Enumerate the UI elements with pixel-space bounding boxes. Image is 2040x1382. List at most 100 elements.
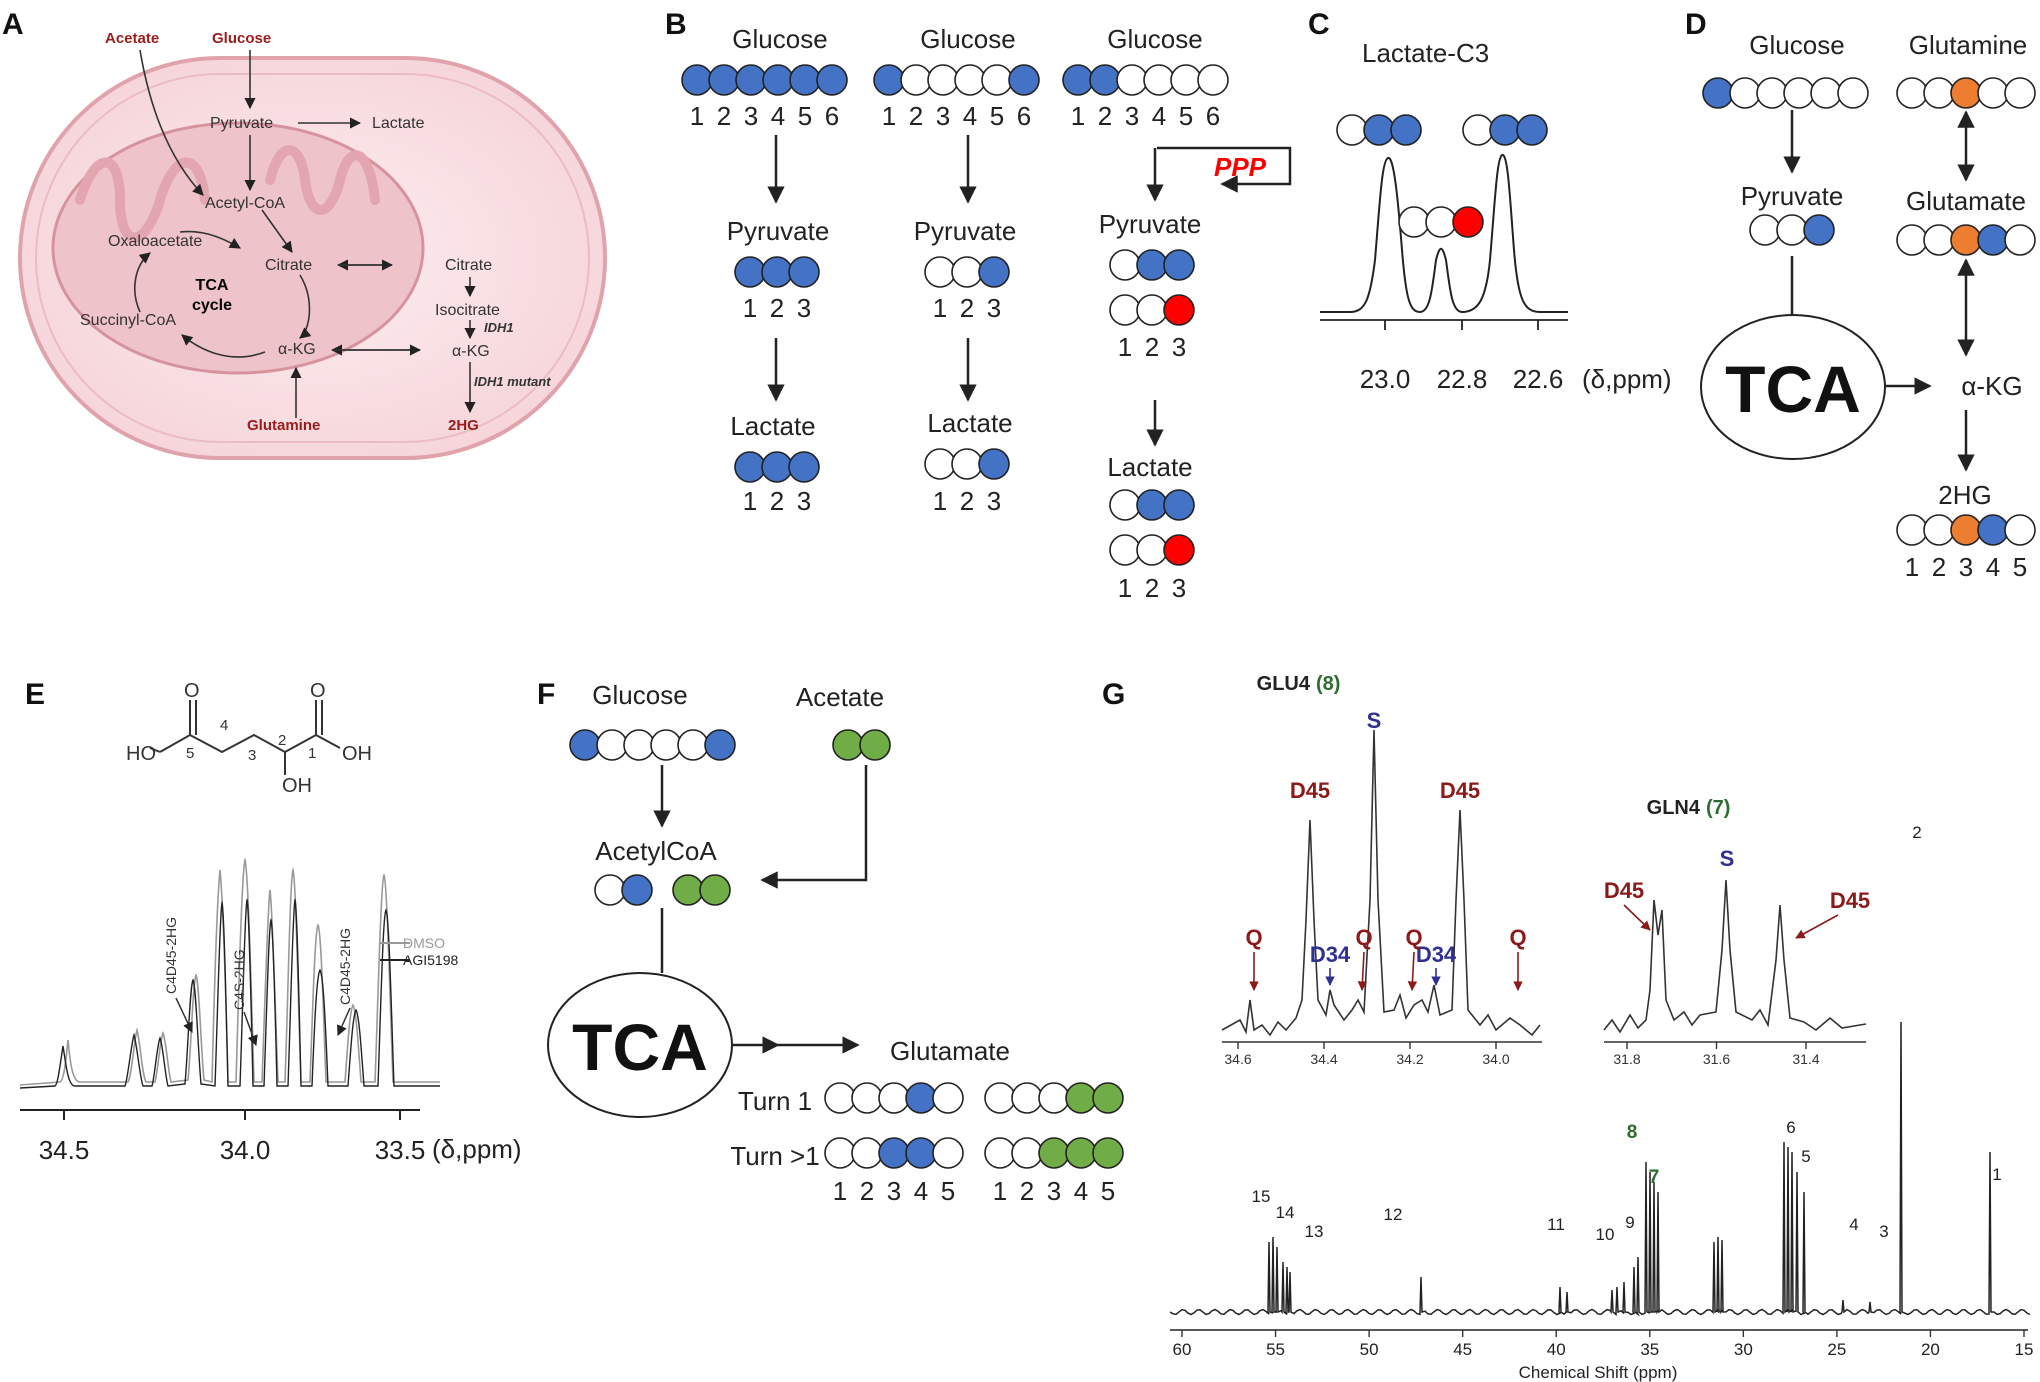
carbon-atom (1896, 77, 1928, 109)
carbon-atom (699, 874, 731, 906)
panel-e-label: E (25, 678, 45, 711)
carbon-atom (1109, 534, 1141, 566)
carbon-atom (1363, 114, 1395, 146)
legend-agi5198: AGI5198 (403, 952, 458, 968)
panel-d: D Glucose Glutamine Pyruvate Glutamate α… (1685, 8, 2036, 582)
b2-lactate-label: Lactate (927, 408, 1012, 438)
carbon-number: 2 (770, 293, 784, 323)
carbon-number: 3 (887, 1176, 901, 1206)
carbon-atom (761, 451, 793, 483)
legend-dmso: DMSO (403, 935, 445, 951)
carbon-number: 4 (1074, 1176, 1088, 1206)
carbon-number: 2 (960, 293, 974, 323)
gln4-spectrum (1603, 879, 1867, 1034)
carbon-number: 2 (1145, 573, 1159, 603)
d-glutamine-label: Glutamine (1909, 30, 2028, 60)
carbon-atom (672, 874, 704, 906)
carbon-atom (1136, 534, 1168, 566)
carbon-atom (1776, 214, 1808, 246)
carbon-atom (1092, 1082, 1124, 1114)
carbon-atom (788, 256, 820, 288)
peak-number-label: 14 (1276, 1203, 1295, 1222)
2hg-structure (149, 700, 341, 775)
isocitrate-label: Isocitrate (435, 302, 500, 319)
carbon-atom (1038, 1137, 1070, 1169)
cyto-citrate-label: Citrate (445, 257, 492, 274)
carbon-atom (1109, 489, 1141, 521)
ppp-branch-arrow (1157, 146, 1292, 193)
carbon-atom (984, 1082, 1016, 1114)
panel-c-label: C (1308, 8, 1330, 41)
panel-c-carbon-circles (1336, 114, 1548, 238)
lactate-label: Lactate (372, 115, 425, 132)
carbon-number: 2 (1020, 1176, 1034, 1206)
carbon-atom (1163, 249, 1195, 281)
carbon-atom (1136, 249, 1168, 281)
d-tca-label: TCA (1725, 352, 1861, 426)
peak-number-label: 8 (1627, 1122, 1638, 1143)
f-acetylcoa-label: AcetylCoA (595, 836, 717, 866)
glucose-input-label: Glucose (212, 30, 271, 47)
peak-number-label: 12 (1384, 1205, 1403, 1224)
carbon-atom (1092, 1137, 1124, 1169)
carbon-atom (1749, 214, 1781, 246)
carbon-atom (924, 256, 956, 288)
glu4-d45-label-left: D45 (1290, 778, 1330, 803)
glu4-spectrum (1221, 729, 1541, 1037)
carbon-atom (1398, 206, 1430, 238)
peak-number-label: 10 (1596, 1225, 1615, 1244)
carbon-atom (1065, 1137, 1097, 1169)
carbon-atom (1109, 294, 1141, 326)
glu4-q-label: Q (1355, 925, 1372, 950)
tick-label: 34.0 (1482, 1051, 1509, 1067)
oh-right-label: OH (342, 743, 372, 765)
carbon-number: 2 (960, 486, 974, 516)
tick-label: 30 (1734, 1340, 1753, 1359)
carbon-atom (824, 1137, 856, 1169)
oh-bottom-label: OH (282, 775, 312, 797)
tick-label: 15 (2015, 1340, 2034, 1359)
carbon-atom (1950, 514, 1982, 546)
carbon-atom (1065, 1082, 1097, 1114)
carbon-atom (1163, 294, 1195, 326)
carbon-atom (596, 729, 628, 761)
carbon-atom (761, 256, 793, 288)
turn1-label: Turn 1 (738, 1086, 812, 1116)
glu4-q-label: Q (1509, 925, 1526, 950)
b2-glucose-label: Glucose (920, 24, 1015, 54)
panel-b: B Glucose Glucose Glucose Pyruvate Pyruv… (665, 8, 1292, 603)
b1-pyruvate-label: Pyruvate (727, 216, 830, 246)
panel-g-label: G (1102, 678, 1125, 711)
carbon-atom (677, 729, 709, 761)
carbon-atom (623, 729, 655, 761)
carbon-atom (1163, 534, 1195, 566)
tick-label: 31.6 (1703, 1051, 1730, 1067)
carbon-number: 2 (1098, 101, 1112, 131)
peak-number-label: 11 (1547, 1215, 1565, 1234)
b3-pyruvate-label: Pyruvate (1099, 209, 1202, 239)
panel-e-tick-label: 34.5 (39, 1135, 90, 1165)
panel-c-tick-label: 23.0 (1360, 364, 1411, 394)
glu4-d34-label-right: D34 (1416, 942, 1457, 967)
pyruvate-label: Pyruvate (210, 115, 273, 132)
ppp-label: PPP (1214, 152, 1267, 182)
carbon-atom (1011, 1137, 1043, 1169)
oxygen-atom: O (184, 680, 200, 702)
glu4-title: GLU4 (1257, 673, 1311, 695)
idh1-mutant-label: IDH1 mutant (474, 374, 551, 389)
peak-label-c4d45-2hg-right: C4D45-2HG (337, 928, 353, 1005)
tca-cycle-line1: TCA (196, 277, 229, 294)
carbon-atom (762, 64, 794, 96)
carbon-number: 4 (220, 717, 228, 734)
carbon-atom (708, 64, 740, 96)
gln4-number: (7) (1706, 797, 1730, 819)
gln4-title: GLN4 (1647, 797, 1701, 819)
carbon-number: 1 (1118, 332, 1132, 362)
carbon-number: 2 (1932, 552, 1946, 582)
carbon-number: 5 (2013, 552, 2027, 582)
carbon-number: 1 (833, 1176, 847, 1206)
acetate-input-label: Acetate (105, 30, 159, 47)
peak-number-label: 5 (1801, 1147, 1810, 1166)
